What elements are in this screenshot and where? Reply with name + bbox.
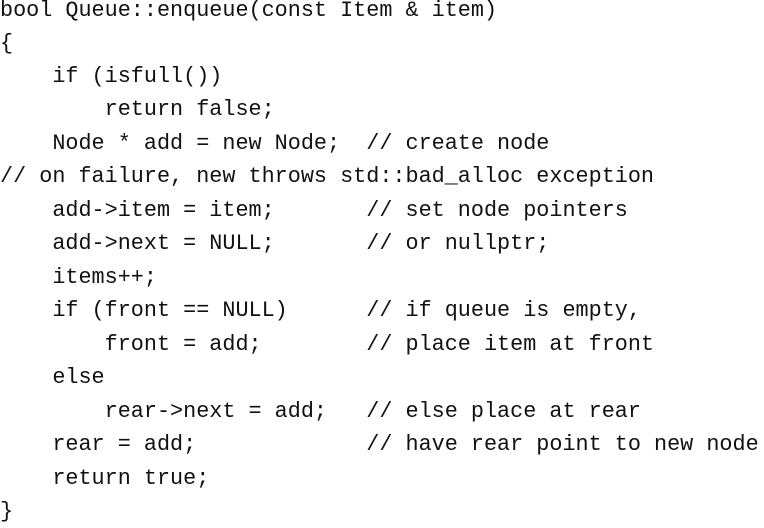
- code-line-8: add->next = NULL; // or nullptr;: [0, 231, 550, 256]
- code-line-16: }: [0, 499, 14, 524]
- code-line-11: front = add; // place item at front: [0, 332, 655, 357]
- code-line-10: if (front == NULL) // if queue is empty,: [0, 298, 641, 323]
- code-line-6: // on failure, new throws std::bad_alloc…: [0, 164, 655, 189]
- code-line-5: Node * add = new Node; // create node: [0, 131, 550, 156]
- code-line-1: bool Queue::enqueue(const Item & item): [0, 0, 498, 23]
- code-line-7: add->item = item; // set node pointers: [0, 198, 628, 223]
- code-line-2: {: [0, 31, 14, 56]
- code-line-12: else: [0, 365, 105, 390]
- code-line-13: rear->next = add; // else place at rear: [0, 399, 641, 424]
- code-line-9: items++;: [0, 265, 157, 290]
- code-line-4: return false;: [0, 97, 275, 122]
- code-line-14: rear = add; // have rear point to new no…: [0, 432, 759, 457]
- code-line-15: return true;: [0, 466, 210, 491]
- code-line-3: if (isfull()): [0, 64, 223, 89]
